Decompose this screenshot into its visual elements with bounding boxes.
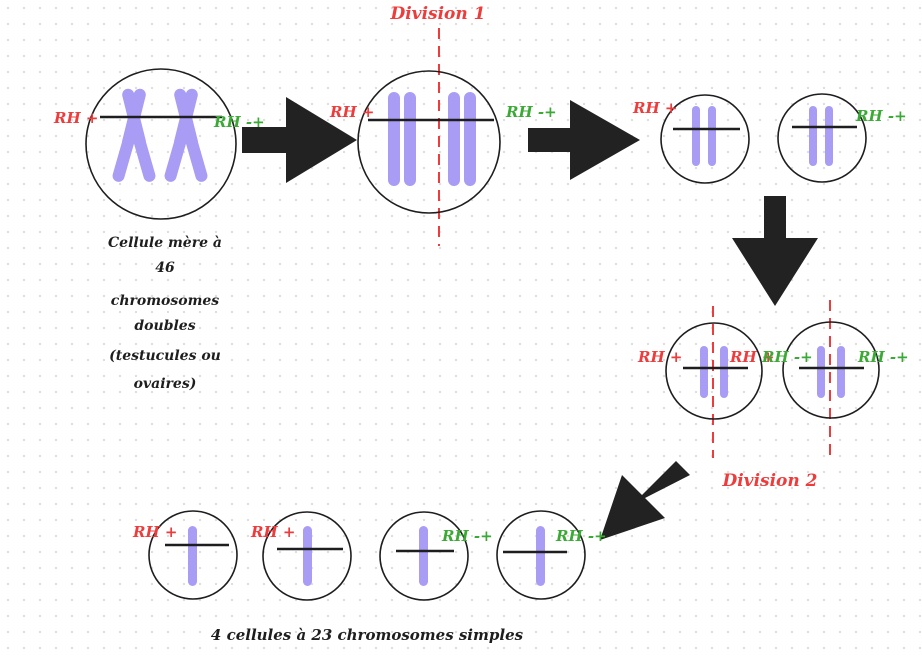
x-chromosome-right [164,88,208,182]
metaphase-cell-membrane [357,70,501,214]
chromosome-pair-left [388,92,416,186]
metaphase-rh-pos: RH + [329,103,374,121]
arrow-right-icon [528,100,640,180]
daughter-cell-2-rh-neg: RH -+ [855,107,907,125]
chromosome-pair-right [448,92,476,186]
meiosis-2-cell-1-membrane [665,322,763,420]
meiosis-2-cell-2-rh-neg-left: RH -+ [761,348,813,366]
gamete-4-rh-neg: RH -+ [555,527,607,545]
gamete-3-membrane [379,511,469,601]
daughter-cell-1-membrane [660,94,750,184]
metaphase-cell [357,70,501,214]
daughter-cell-1-rh-pos: RH + [632,99,677,117]
gamete-4-membrane [496,510,586,600]
meiosis-2-cell-2 [782,321,880,419]
result-caption: 4 cellules à 23 chromosomes simples [211,626,524,644]
gamete-3 [379,511,469,601]
mother-cell-line-5: (testucules ou [109,348,221,364]
metaphase-rh-neg: RH -+ [505,103,557,121]
arrow-diagonal-icon [600,461,690,540]
arrow-right-icon [242,97,357,183]
gamete-3-rh-neg: RH -+ [441,527,493,545]
gamete-1-rh-pos: RH + [132,523,177,541]
meiosis-2-cell-1 [665,322,763,420]
gamete-2-membrane [262,511,352,601]
mother-cell-line-3: chromosomes [111,293,220,309]
mother-cell-rh-pos: RH + [53,109,98,127]
gamete-1 [148,510,238,600]
arrow-down-icon [732,196,818,306]
division-2-title: Division 2 [721,471,817,491]
division-1-title: Division 1 [389,4,485,24]
gamete-4 [496,510,586,600]
daughter-cell-2 [777,93,867,183]
gamete-2 [262,511,352,601]
mother-cell-membrane [85,68,237,220]
x-chromosome-left [112,88,156,182]
gamete-1-membrane [148,510,238,600]
gamete-2-rh-pos: RH + [250,523,295,541]
mother-cell-line-4: doubles [134,318,195,334]
meiosis-2-cell-2-rh-neg-right: RH -+ [857,348,909,366]
mother-cell-line-6: ovaires) [134,376,197,392]
mother-cell [85,68,237,220]
mother-cell-line-1: Cellule mère à [108,235,222,251]
daughter-cell-2-membrane [777,93,867,183]
meiosis-2-cell-2-membrane [782,321,880,419]
meiosis-2-cell-1-rh-pos-right: RH + [729,348,774,366]
daughter-cell-1 [660,94,750,184]
mother-cell-rh-neg: RH -+ [213,113,265,131]
meiosis-2-cell-1-rh-pos-left: RH + [637,348,682,366]
mother-cell-line-2: 46 [155,260,175,276]
